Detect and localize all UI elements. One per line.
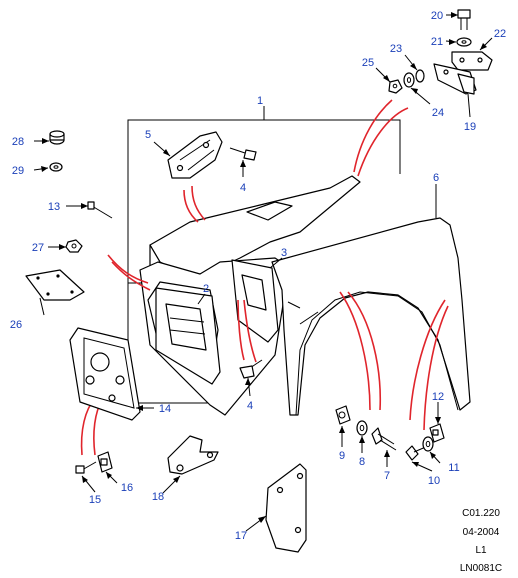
plate-26 [25,269,85,301]
outer-wing-panel-6 [271,217,471,416]
callout-29: 29 [12,165,24,177]
ref-drawing-number: LN0081C [460,563,502,574]
bolt-13 [87,201,113,219]
ref-date: 04-2004 [463,527,500,538]
callout-21: 21 [431,36,443,48]
bolt-15 [75,461,97,474]
hinge-22 [451,51,493,71]
callout-3: 3 [281,247,287,259]
washer-11 [422,436,434,452]
callout-22: 22 [494,28,506,40]
callout-17: 17 [235,530,247,542]
drawing-reference: C01.220 04-2004 L1 LN0081C [460,508,502,574]
callout-numbers: 1 2 3 4 4 5 6 7 8 9 10 11 12 13 14 15 16… [10,10,506,542]
callout-1: 1 [257,95,263,107]
callout-26: 26 [10,319,22,331]
washer-23 [415,69,425,83]
washer-21 [456,37,472,47]
callout-12: 12 [432,391,444,403]
callout-4-lower: 4 [247,400,253,412]
callout-2: 2 [203,283,209,295]
callout-11: 11 [448,462,459,474]
hinge-bracket-5 [167,131,223,179]
ref-code: C01.220 [462,508,500,519]
callout-5: 5 [145,129,151,141]
callout-6: 6 [433,172,439,184]
callout-20: 20 [431,10,443,22]
callout-8: 8 [359,456,365,468]
callout-15: 15 [89,494,101,506]
leader-arrowheads [41,12,487,523]
grommet-28 [49,130,65,145]
gasket-14 [69,327,141,421]
washer-24 [403,72,415,88]
hinge-19 [433,63,477,95]
callout-24: 24 [432,107,444,119]
callout-14: 14 [159,403,171,415]
clip-12 [429,423,445,443]
ref-level: L1 [475,545,487,556]
washer-8 [356,420,368,436]
callout-4-upper: 4 [240,182,246,194]
inner-panel-2 [155,287,221,385]
nut-27 [65,239,83,253]
callout-7: 7 [384,470,390,482]
callout-28: 28 [12,136,24,148]
callout-23: 23 [390,43,402,55]
bolt-20 [457,9,471,30]
seam-lines [80,99,449,456]
callout-19: 19 [464,121,476,133]
callout-13: 13 [48,201,60,213]
callout-25: 25 [362,57,374,69]
clip-nut-16 [97,451,113,473]
callout-10: 10 [428,475,440,487]
clip-9 [335,405,351,425]
washer-29 [49,162,63,172]
screw-4-upper [229,147,257,161]
plate-17 [265,463,307,553]
bracket-18 [167,435,219,475]
callout-9: 9 [339,450,345,462]
screw-4-lower [239,359,263,379]
bolt-7 [371,427,397,451]
callout-27: 27 [32,242,44,254]
callout-16: 16 [121,482,133,494]
callout-18: 18 [152,491,164,503]
nut-25 [388,79,403,94]
